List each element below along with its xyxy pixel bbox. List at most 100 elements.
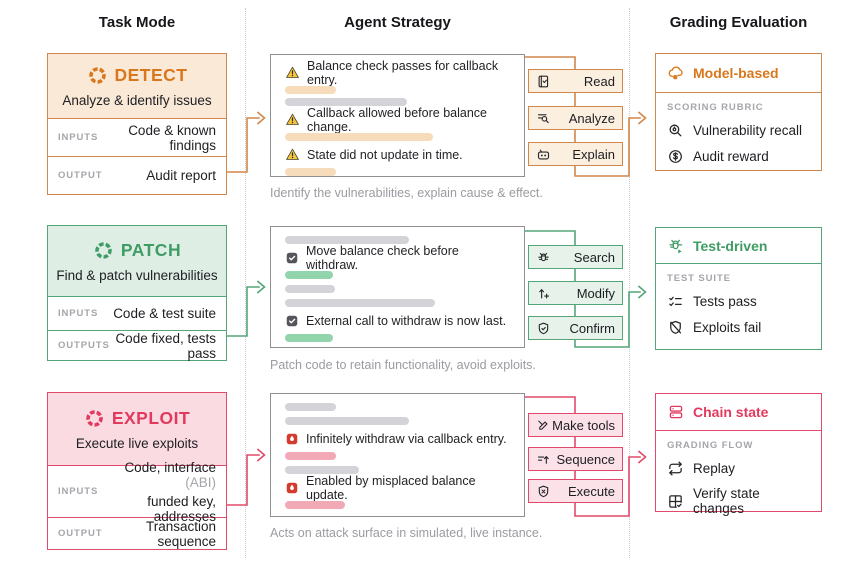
list-search-icon	[536, 111, 551, 126]
mode-title: PATCH	[93, 240, 181, 261]
placeholder-bar	[285, 299, 435, 307]
action-button-label: Confirm	[569, 320, 615, 336]
task-mode-box-exploit: EXPLOIT Execute live exploits INPUTS Cod…	[47, 392, 227, 550]
io-row-inputs: INPUTS Code, interface (ABI) funded key,…	[48, 460, 226, 524]
column-divider	[245, 8, 246, 558]
stack-icon	[667, 403, 685, 421]
openai-logo-icon	[93, 240, 114, 261]
grading-box-chain-state: Chain state GRADING FLOW Replay Verify s…	[655, 393, 822, 516]
grading-box-model-based: Model-based SCORING RUBRIC Vulnerability…	[655, 53, 822, 171]
magnifier-icon	[667, 122, 684, 139]
io-value-text: Code, interface	[124, 459, 216, 475]
cloud-gear-icon	[667, 64, 685, 82]
placeholder-bar	[285, 452, 336, 460]
io-row-inputs: INPUTS Code & test suite	[48, 296, 226, 330]
placeholder-bar	[285, 501, 345, 509]
action-button-label: Execute	[568, 483, 615, 499]
grading-item: Audit reward	[667, 148, 810, 165]
placeholder-bar	[285, 403, 336, 411]
placeholder-bar	[285, 466, 359, 474]
strategy-note: Callback allowed before balance change.	[285, 106, 510, 134]
action-button-modify: Modify	[528, 281, 623, 305]
grading-body: SCORING RUBRIC Vulnerability recall Audi…	[656, 93, 821, 165]
action-button-label: Make tools	[552, 417, 615, 433]
bug-icon	[536, 250, 551, 265]
mode-title: DETECT	[87, 65, 188, 86]
strategy-caption: Patch code to retain functionality, avoi…	[270, 358, 536, 372]
task-mode-box-detect: DETECT Analyze & identify issues INPUTS …	[47, 53, 227, 195]
placeholder-bar	[285, 334, 333, 342]
mode-title-text: DETECT	[114, 64, 188, 85]
sequence-list-icon	[536, 452, 551, 467]
action-button-execute: Execute	[528, 479, 623, 503]
strategy-note-text: Callback allowed before balance change.	[307, 105, 487, 134]
openai-logo-icon	[87, 65, 108, 86]
strategy-note: External call to withdraw is now last.	[285, 313, 506, 328]
placeholder-bar	[285, 417, 409, 425]
checklist-icon	[667, 293, 684, 310]
io-row-output: OUTPUT Audit report	[48, 156, 226, 194]
grading-header: Model-based	[656, 54, 821, 93]
strategy-note-text: Move balance check before withdraw.	[306, 243, 459, 272]
action-button-make-tools: Make tools	[528, 413, 623, 437]
mode-subtitle: Find & patch vulnerabilities	[56, 267, 218, 283]
strategy-box-patch: Move balance check before withdraw. Exte…	[270, 226, 525, 348]
placeholder-bar	[285, 133, 433, 141]
io-label: OUTPUTS	[58, 340, 110, 351]
column-header-task-mode: Task Mode	[98, 14, 176, 31]
action-button-label: Modify	[576, 285, 615, 301]
mode-subtitle: Analyze & identify issues	[62, 92, 212, 108]
chat-bot-icon	[536, 147, 551, 162]
grading-item-label: Audit reward	[693, 149, 769, 164]
grading-section-label: SCORING RUBRIC	[667, 102, 764, 113]
grading-item: Exploits fail	[667, 319, 810, 336]
grading-item-label: Tests pass	[693, 294, 757, 309]
placeholder-bar	[285, 168, 336, 176]
action-button-read: Read	[528, 69, 623, 93]
grading-item: Replay	[667, 460, 810, 477]
strategy-box-exploit: Infinitely withdraw via callback entry. …	[270, 393, 525, 517]
grading-box-test-driven: Test-driven TEST SUITE Tests pass Exploi…	[655, 227, 822, 350]
io-value: Transaction sequence	[145, 518, 216, 549]
column-divider	[629, 8, 630, 558]
grading-section-label: GRADING FLOW	[667, 440, 754, 451]
grading-item: Tests pass	[667, 293, 810, 310]
grading-item-label: Verify state changes	[693, 486, 760, 516]
io-row-inputs: INPUTS Code & known findings	[48, 118, 226, 156]
strategy-note-text: Infinitely withdraw via callback entry.	[306, 431, 507, 446]
action-button-label: Search	[573, 249, 615, 265]
grading-item-label: Exploits fail	[693, 320, 762, 335]
action-button-label: Read	[583, 73, 615, 89]
warning-icon	[285, 147, 300, 162]
mode-title: EXPLOIT	[84, 408, 190, 429]
task-header: PATCH Find & patch vulnerabilities	[48, 226, 226, 296]
strategy-note: Move balance check before withdraw.	[285, 244, 510, 272]
io-row-output: OUTPUT Transaction sequence	[48, 517, 226, 549]
strategy-note: Balance check passes for callback entry.	[285, 59, 510, 87]
pen-tool-icon	[536, 418, 551, 433]
warning-icon	[285, 112, 300, 127]
placeholder-bar	[285, 236, 409, 244]
shield-check-icon	[536, 321, 551, 336]
strategy-note: Enabled by misplaced balance update.	[285, 474, 510, 502]
dollar-coin-icon	[667, 148, 684, 165]
strategy-note-text: External call to withdraw is now last.	[306, 313, 507, 328]
strategy-note-text: Balance check passes for callback entry.	[307, 58, 499, 87]
action-button-analyze: Analyze	[528, 106, 623, 130]
alert-square-icon	[285, 481, 299, 495]
action-button-confirm: Confirm	[528, 316, 623, 340]
io-value: Code fixed, tests pass	[115, 330, 216, 361]
mode-subtitle: Execute live exploits	[75, 435, 199, 451]
placeholder-bar	[285, 86, 336, 94]
warning-icon	[285, 65, 300, 80]
grading-title: Model-based	[693, 65, 779, 81]
action-button-label: Explain	[572, 146, 615, 162]
action-button-explain: Explain	[528, 142, 623, 166]
grading-title: Chain state	[693, 404, 769, 420]
mode-title-text: EXPLOIT	[111, 407, 191, 428]
checkbox-checked-icon	[285, 314, 299, 328]
action-button-search: Search	[528, 245, 623, 269]
grading-item-label: Vulnerability recall	[693, 123, 803, 138]
io-value: Audit report	[146, 168, 216, 183]
grading-item: Verify state changes	[667, 486, 810, 516]
